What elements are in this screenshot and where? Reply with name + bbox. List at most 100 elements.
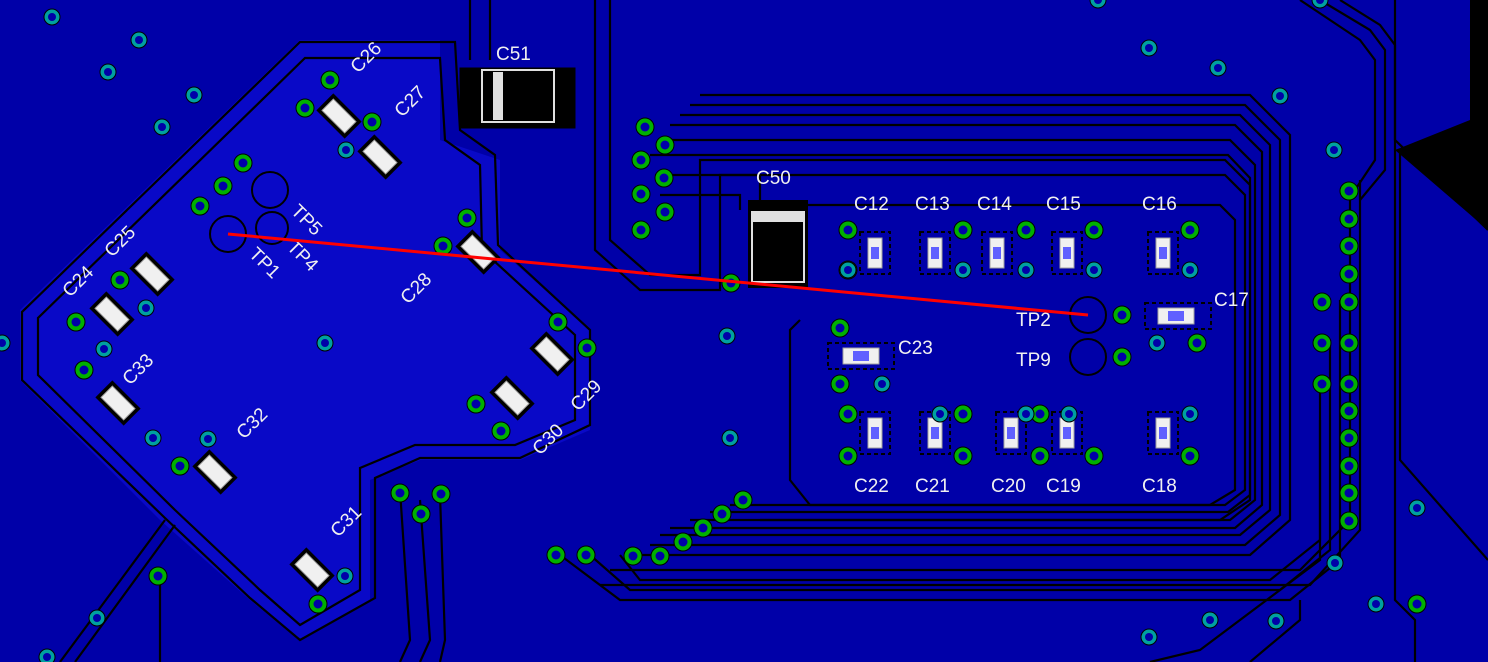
via-test-hole-20 [1022,266,1030,274]
test-vias [0,0,1426,662]
via-plated-hole-8 [115,275,125,285]
via-plated-hole-57 [1344,214,1354,224]
right-ground-area [1395,0,1488,230]
left-copper-pour [20,40,590,640]
c51-label: C51 [496,44,531,65]
via-plated-hole-68 [1344,461,1354,471]
c23-label: C23 [898,338,933,359]
component-c23: C23 [827,338,933,370]
via-plated-hole-16 [496,426,506,436]
via-plated-hole-18 [416,509,426,519]
via-plated-hole-38 [958,225,968,235]
via-plated-hole-40 [1089,225,1099,235]
c16-label: C16 [1142,194,1177,215]
via-plated-hole-70 [1344,516,1354,526]
via-test-hole-22 [1186,266,1194,274]
via-plated-hole-21 [581,550,591,560]
via-test-hole-17 [878,380,886,388]
via-plated-hole-32 [636,189,646,199]
test-points-left [209,171,289,253]
via-test-hole-26 [1065,410,1073,418]
test-points-right [1069,296,1107,376]
via-plated-hole-42 [1117,310,1127,320]
via-plated-hole-53 [1089,451,1099,461]
via-plated-hole-62 [1344,338,1354,348]
via-plated-hole-45 [835,323,845,333]
via-test-hole-32 [1413,504,1421,512]
tp2-label: TP2 [1016,310,1051,331]
component-c26 [316,93,362,139]
via-plated-hole-22 [628,551,638,561]
via-plated-hole-47 [843,409,853,419]
via-plated-hole-59 [1344,269,1354,279]
via-plated-hole-58 [1344,241,1354,251]
via-plated-hole-6 [462,213,472,223]
c12-label: C12 [854,194,889,215]
via-plated-hole-11 [175,461,185,471]
via-plated-hole-49 [958,409,968,419]
plated-vias [66,70,1427,614]
via-test-hole-15 [723,332,731,340]
c19-label: C19 [1046,476,1081,497]
via-plated-hole-67 [1344,433,1354,443]
via-test-hole-23 [1153,339,1161,347]
via-plated-hole-33 [660,207,670,217]
via-test-hole-2 [104,68,112,76]
via-plated-hole-24 [678,537,688,547]
via-plated-hole-63 [1317,338,1327,348]
component-c51: C51 [459,44,576,129]
via-test-hole-24 [936,410,944,418]
via-test-hole-5 [342,146,350,154]
component-c29 [529,331,575,377]
via-plated-hole-60 [1344,297,1354,307]
tp9-label: TP9 [1016,350,1051,371]
cap-row-top: C12 C13 C14 C15 C16 [854,194,1179,275]
via-test-hole-38 [1316,0,1324,4]
via-test-hole-28 [1145,44,1153,52]
via-plated-hole-34 [636,225,646,235]
component-c50: C50 [748,168,808,288]
via-plated-hole-25 [698,523,708,533]
c22-label: C22 [854,476,889,497]
via-plated-hole-20 [551,550,561,560]
left-pour-outline [20,40,592,642]
via-test-hole-6 [142,304,150,312]
via-test-hole-9 [204,435,212,443]
via-test-hole-18 [844,266,852,274]
via-plated-hole-1 [300,103,310,113]
c15-label: C15 [1046,194,1081,215]
via-test-hole-0 [48,13,56,21]
via-test-hole-29 [1214,64,1222,72]
via-plated-hole-17 [395,488,405,498]
via-plated-hole-36 [843,225,853,235]
via-plated-hole-48 [843,451,853,461]
via-plated-hole-31 [659,173,669,183]
via-test-hole-31 [1330,146,1338,154]
via-test-hole-34 [1372,600,1380,608]
via-plated-hole-30 [636,155,646,165]
via-test-hole-35 [1206,616,1214,624]
via-plated-hole-50 [958,451,968,461]
via-test-hole-8 [149,434,157,442]
via-plated-hole-3 [218,181,228,191]
via-plated-hole-39 [1021,225,1031,235]
via-test-hole-7 [100,345,108,353]
component-c31 [289,547,335,593]
via-plated-hole-44 [1192,338,1202,348]
via-plated-hole-51 [1035,409,1045,419]
component-c32 [192,449,238,495]
via-test-hole-14 [0,339,6,347]
right-trace-bundle [59,0,1488,662]
via-plated-hole-56 [1344,186,1354,196]
via-test-hole-37 [1272,617,1280,625]
ratsnest-line [227,232,1089,317]
via-plated-hole-15 [471,399,481,409]
via-plated-hole-4 [238,158,248,168]
component-c28 [455,229,501,275]
c14-label: C14 [977,194,1012,215]
via-plated-hole-27 [738,495,748,505]
via-plated-hole-19 [436,489,446,499]
via-test-hole-3 [190,91,198,99]
cap-row-bottom: C22 C21 C20 C19 C18 [854,411,1179,497]
